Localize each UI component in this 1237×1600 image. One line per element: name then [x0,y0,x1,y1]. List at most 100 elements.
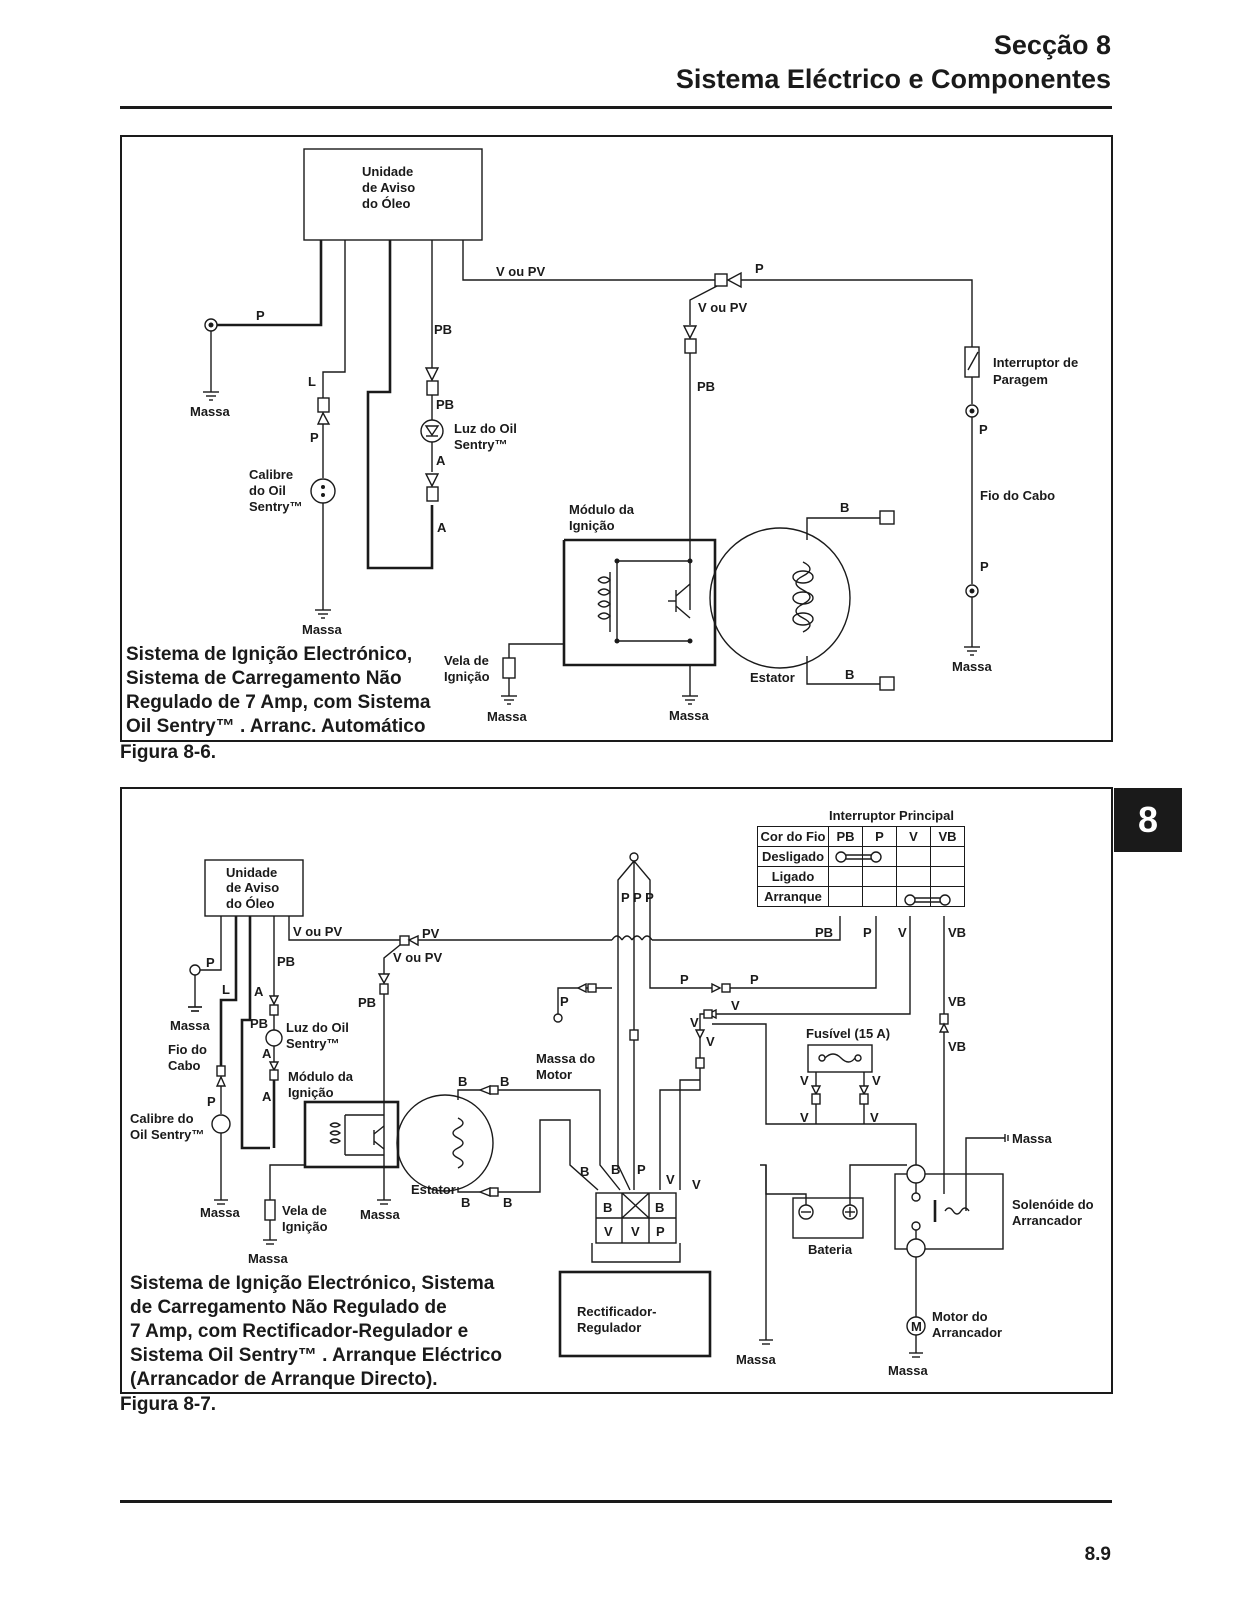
oil-sentry-gauge-icon-2 [211,1114,231,1134]
interruptor-label-1: Interruptor de [993,355,1078,370]
page-number: 8.9 [1084,1544,1111,1565]
wire-p-to-switch [741,279,973,350]
ignition-coil-icon [597,572,611,632]
figure-8-7-label: Figura 8-7. [120,1394,217,1415]
wire7-v-ou-pv [288,916,400,941]
l7-v6: V [800,1073,809,1088]
vela-label-1: Vela de [444,653,489,668]
l7-rr-p: P [656,1224,665,1239]
spark-plug-icon [502,657,516,696]
transistor-icon [668,583,691,619]
caption-6-line-1: Sistema de Ignição Electrónico, [126,644,413,665]
interruptor-label-2: Paragem [993,372,1048,387]
figure-8-7-frame [120,787,1113,1394]
l7-b3: B [461,1195,470,1210]
ignition-switch-table: Cor do Fio PB P V VB Desligado Ligado Ar… [757,826,965,907]
l7-solenoide-1: Solenóide do [1012,1197,1094,1212]
l7-p5: P [560,994,569,1009]
calibre-label-3: Sentry™ [249,499,302,514]
l7-p2: P [207,1094,216,1109]
l7-v7: V [872,1073,881,1088]
label-p2: P [310,430,319,445]
caption-7-line-2: de Carregamento Não Regulado de [130,1297,447,1318]
l7-b6: B [611,1162,620,1177]
label-massa-3: Massa [487,709,528,724]
unit7-label-3: do Óleo [226,896,274,911]
l7-massa-top: Massa [170,1018,211,1033]
l7-v8: V [800,1110,809,1125]
caption-6-line-2: Sistema de Carregamento Não [126,668,402,689]
l7-vela-1: Vela de [282,1203,327,1218]
label-b2: B [845,667,854,682]
vela-label-2: Ignição [444,669,490,684]
label-b1: B [840,500,849,515]
section-number: Secção 8 [993,30,1111,60]
col-p: P [862,826,897,847]
modulo-label-2: Ignição [569,518,615,533]
l7-rr-v1: V [604,1224,613,1239]
l7-v4: V [666,1172,675,1187]
l7-massa-motor-1: Massa do [536,1051,595,1066]
unit7-label-1: Unidade [226,865,277,880]
row-desligado: Desligado [757,846,829,867]
caption-7-line-1: Sistema de Ignição Electrónico, Sistema [130,1273,495,1294]
l7-a1: A [254,984,264,999]
figure-8-6-frame [120,135,1113,742]
calibre-label-1: Calibre [249,467,293,482]
caption-7-line-4: Sistema Oil Sentry™ . Arranque Eléctrico [130,1345,503,1366]
wire-v-ou-pv-down [689,285,718,325]
l7-estator: Estator [411,1182,456,1197]
l7-massa-vela: Massa [248,1251,289,1266]
fio-cabo-label: Fio do Cabo [980,488,1055,503]
stator-circle-2 [396,1094,494,1192]
wire-l [322,240,346,398]
ground-icon-5 [964,646,980,656]
l7-modulo-1: Módulo da [288,1069,354,1084]
l7-fio-cabo-2: Cabo [168,1058,201,1073]
modulo-label-1: Módulo da [569,502,635,517]
l7-modulo-2: Ignição [288,1085,334,1100]
l7-p1: P [206,955,215,970]
l7-rectificador-2: Regulador [577,1320,641,1335]
wire-p-ground [217,240,323,327]
unit-label-2: de Aviso [362,180,415,195]
stator-terminal-bottom [879,676,895,691]
l7-rr-v2: V [631,1224,640,1239]
l7-solenoide-2: Arrancador [1012,1213,1082,1228]
l7-a3: A [262,1089,272,1104]
l7-v1: V [731,998,740,1013]
l7-v-sw: V [898,925,907,940]
header-rule [120,106,1112,109]
l7-luz-1: Luz do Oil [286,1020,349,1035]
l7-p6: P [637,1162,646,1177]
l7-massa-calibre: Massa [200,1205,241,1220]
l7-fusivel: Fusível (15 A) [806,1026,890,1041]
spark-plug-icon-2 [264,1199,276,1221]
label-p4: P [980,559,989,574]
l7-vb-sw: VB [948,925,966,940]
l7-b5: B [580,1164,589,1179]
col-v: V [896,826,931,847]
l7-rr-b2: B [655,1200,664,1215]
l7-p4: P [750,972,759,987]
l7-bateria: Bateria [808,1242,853,1257]
label-v-ou-pv-2: V ou PV [698,300,747,315]
wire-a-loop [366,240,434,570]
l7-luz-2: Sentry™ [286,1036,339,1051]
l7-calibre-1: Calibre do [130,1111,194,1126]
caption-7-line-5: (Arrancador de Arranque Directo). [130,1369,438,1390]
l7-rr-b1: B [603,1200,612,1215]
row-arranque: Arranque [757,886,829,907]
label-pb2: PB [436,397,454,412]
label-v-ou-pv: V ou PV [496,264,545,279]
battery-box [792,1197,864,1239]
footer-rule [120,1500,1112,1503]
fuse-icon [807,1044,873,1073]
l7-v5: V [692,1177,701,1192]
stator-lead-bottom [806,656,880,685]
label-a2: A [437,520,447,535]
l7-v-ou-pv-2: V ou PV [393,950,442,965]
oil-sentry-lamp-icon-2 [265,1029,283,1047]
